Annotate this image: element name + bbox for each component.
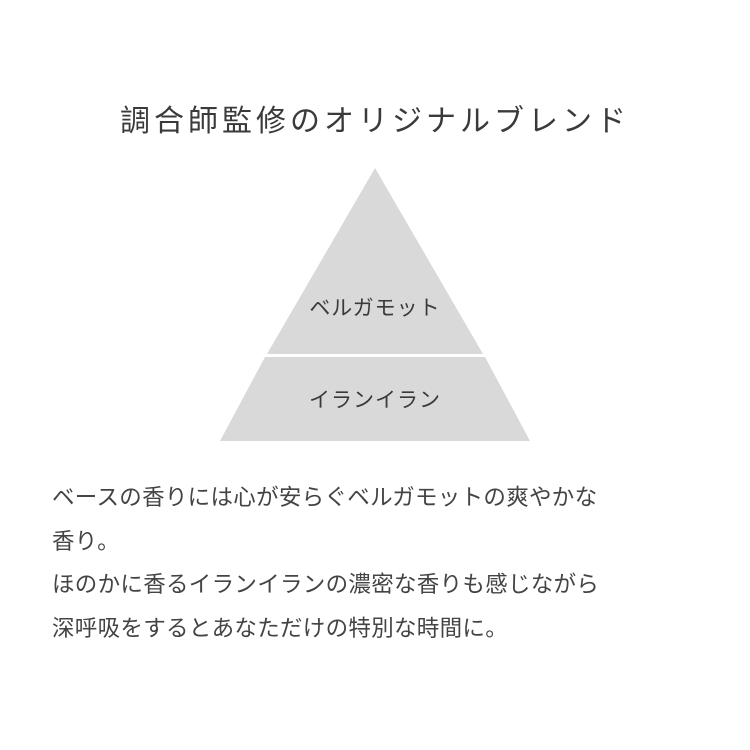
description-line: 香り。: [52, 528, 120, 555]
page-title: 調合師監修のオリジナルブレンド: [120, 104, 630, 139]
description-line: 深呼吸をするとあなただけの特別な時間に。: [52, 615, 509, 642]
pyramid-bottom-tier-label: イランイラン: [309, 388, 441, 412]
pyramid-top-tier-label: ベルガモット: [309, 296, 441, 320]
description: ベースの香りには心が安らぐベルガモットの爽やかな 香り。 ほのかに香るイランイラ…: [52, 477, 712, 651]
description-line: ほのかに香るイランイランの濃密な香りも感じながら: [52, 572, 600, 598]
pyramid-top-tier: [267, 168, 483, 354]
pyramid-bottom-tier: [220, 357, 530, 441]
description-line: ベースの香りには心が安らぐベルガモットの爽やかな: [52, 485, 598, 511]
